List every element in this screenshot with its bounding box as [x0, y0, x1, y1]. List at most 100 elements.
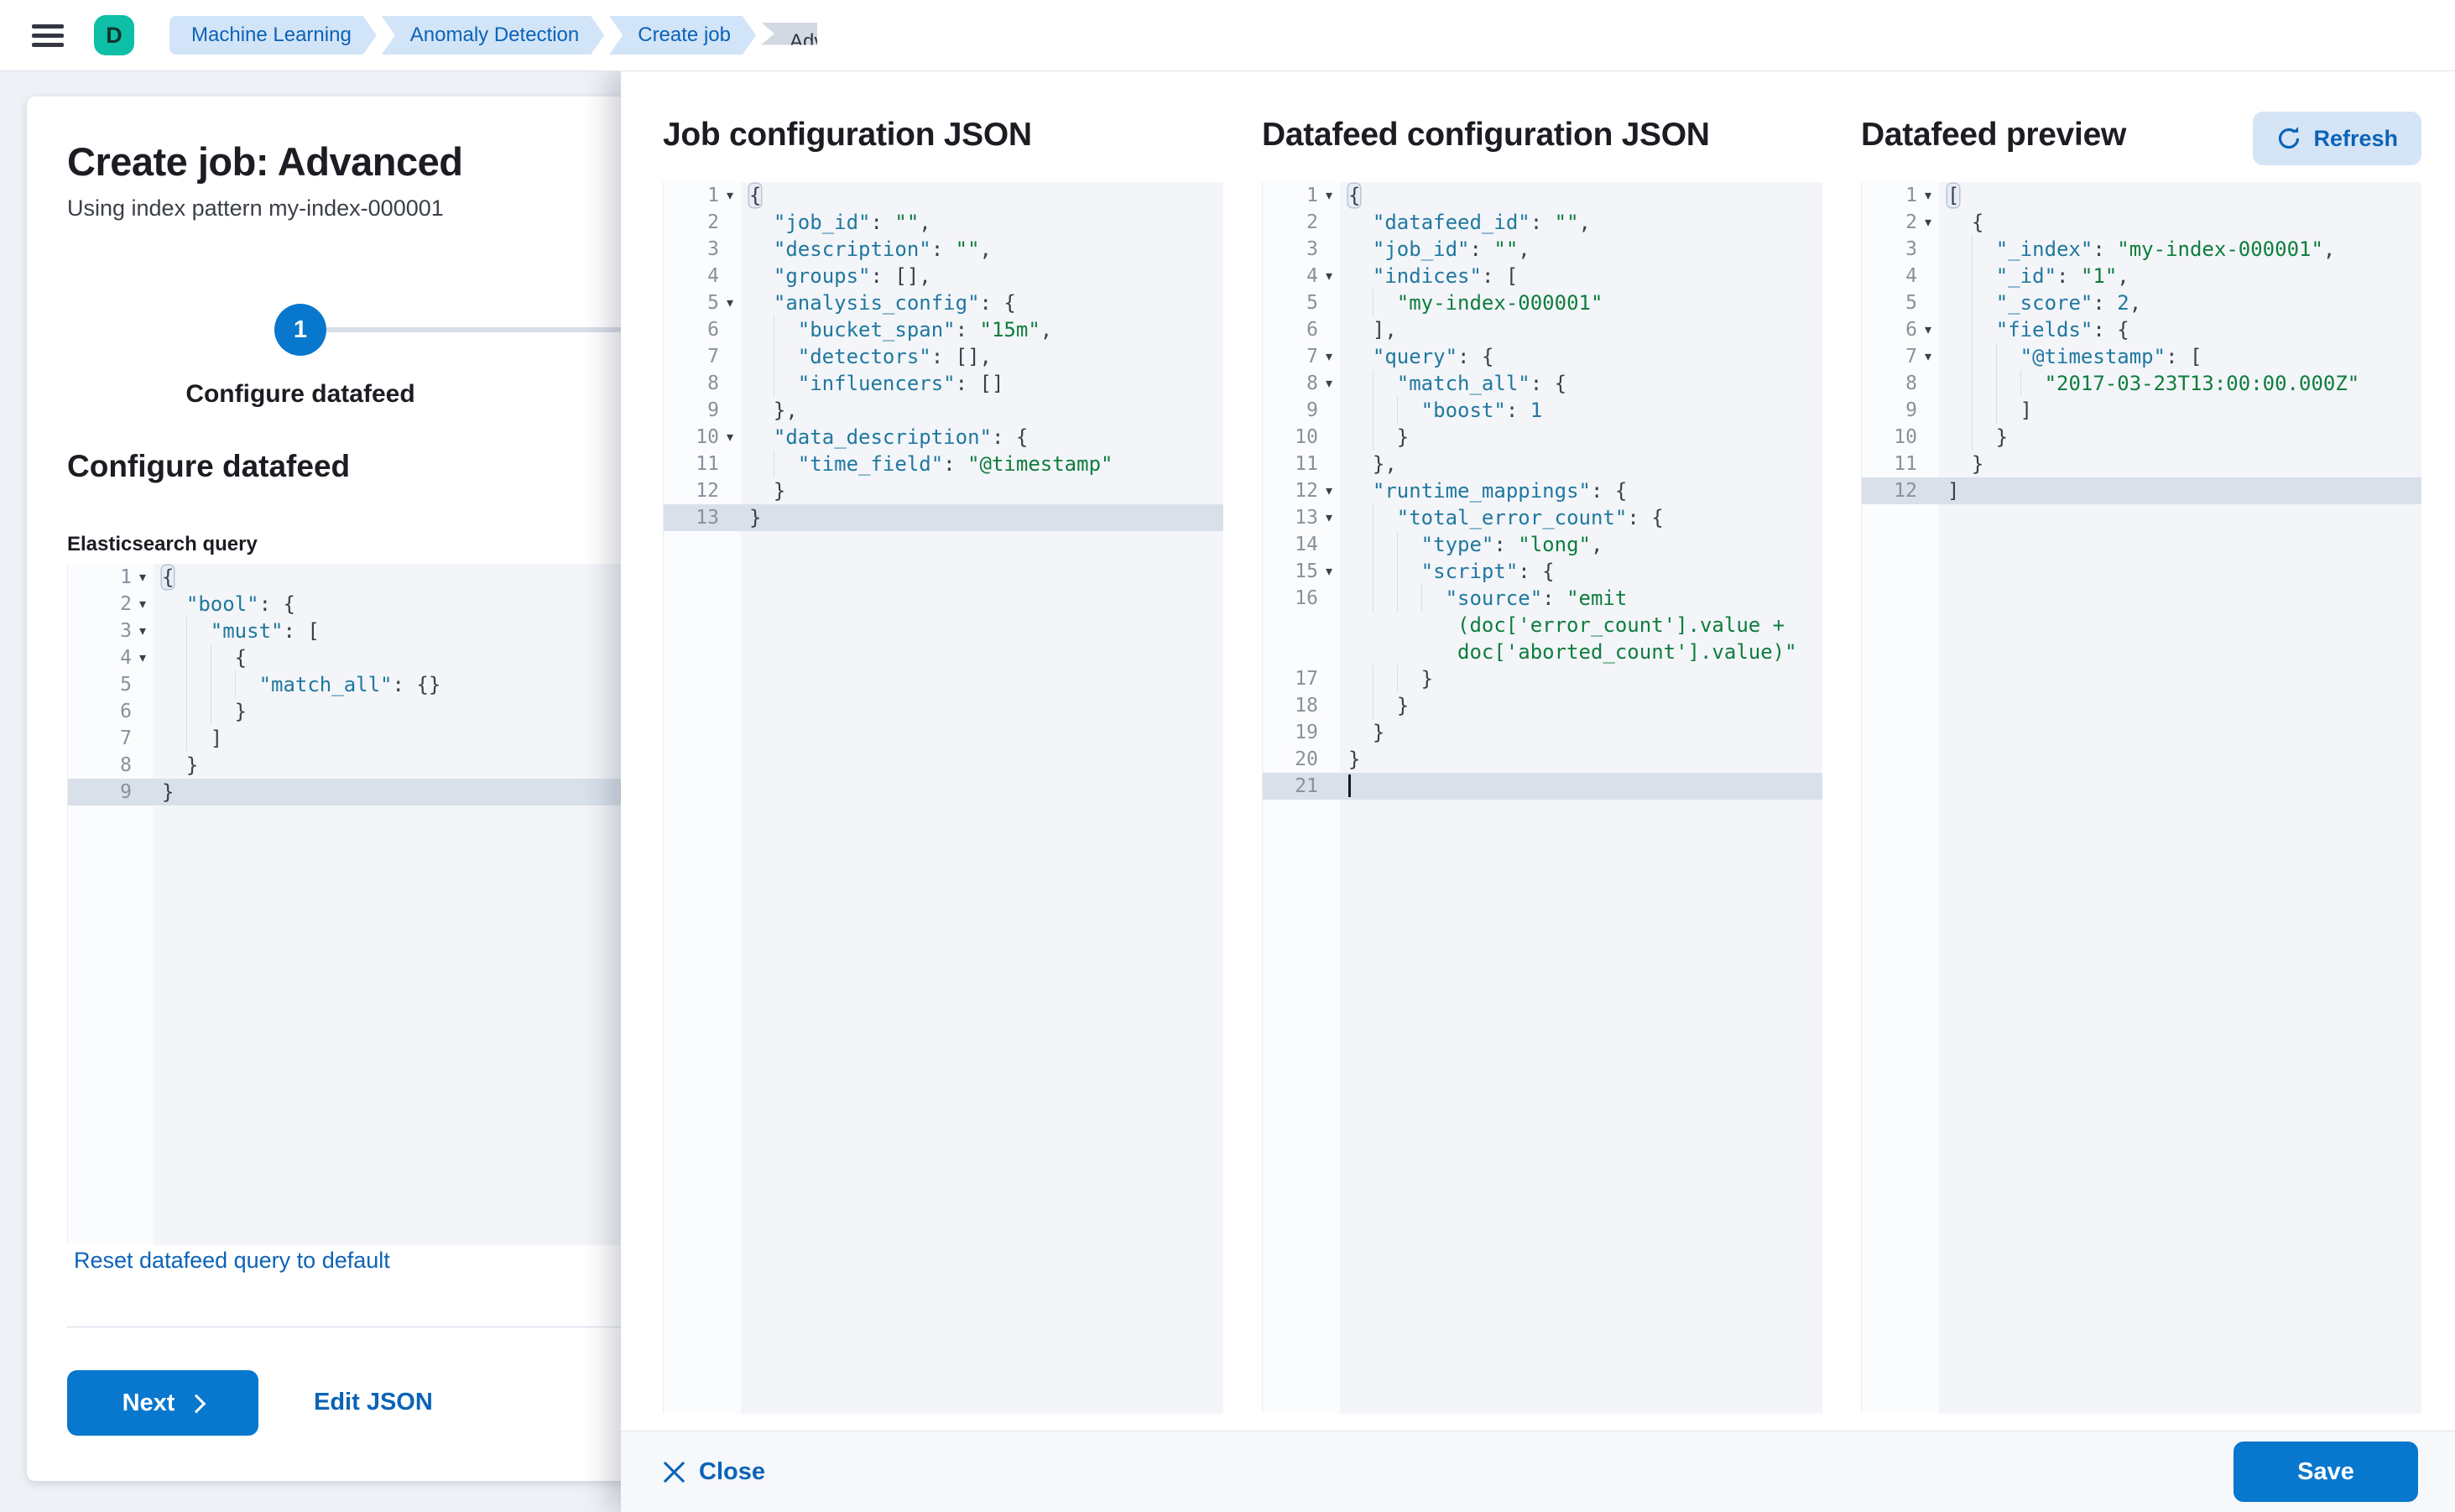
editor-line[interactable]: 6▾"fields": {	[1905, 316, 2129, 343]
editor-line[interactable]: 1▾[	[1905, 184, 1960, 207]
editor-line[interactable]: 11},	[1295, 452, 1397, 476]
editor-line[interactable]: 11"time_field": "@timestamp"	[696, 451, 1113, 477]
editor-line[interactable]: 12▾"runtime_mappings": {	[1295, 479, 1628, 503]
editor-line[interactable]: 7"detectors": [],	[707, 343, 992, 370]
fold-arrow-icon[interactable]: ▾	[1325, 482, 1333, 498]
editor-line[interactable]: 6"bucket_span": "15m",	[707, 316, 1053, 343]
menu-hamburger-icon[interactable]	[32, 19, 64, 52]
editor-line[interactable]: 6}	[120, 698, 248, 725]
editor-line[interactable]: 10}	[1295, 424, 1410, 451]
fold-arrow-icon[interactable]: ▾	[1924, 214, 1932, 230]
reset-datafeed-query-link[interactable]: Reset datafeed query to default	[74, 1248, 390, 1273]
editor-line[interactable]: 3"_index": "my-index-000001",	[1905, 236, 2336, 263]
editor-line[interactable]: 10}	[1894, 424, 2009, 451]
editor-line[interactable]: 5"match_all": {}	[120, 671, 441, 698]
fold-arrow-icon[interactable]: ▾	[1325, 509, 1333, 525]
editor-line[interactable]: 18}	[1295, 692, 1410, 719]
editor-line[interactable]: 13}	[664, 504, 1223, 531]
close-button[interactable]: Close	[663, 1458, 765, 1486]
fold-arrow-icon[interactable]: ▾	[138, 569, 147, 585]
editor-line[interactable]: 3"description": "",	[707, 237, 992, 261]
editor-line[interactable]: 4"_id": "1",	[1905, 263, 2129, 289]
fold-arrow-icon[interactable]: ▾	[1924, 348, 1932, 364]
fold-arrow-icon[interactable]: ▾	[726, 295, 734, 310]
fold-arrow-icon[interactable]: ▾	[1325, 563, 1333, 579]
datafeed-preview-editor[interactable]: 1▾[ 2▾{3"_index": "my-index-000001",4"_id…	[1861, 182, 2421, 1414]
fold-arrow-icon[interactable]: ▾	[1325, 348, 1333, 364]
fold-arrow-icon[interactable]: ▾	[1924, 187, 1932, 203]
step-connector-line	[326, 327, 628, 332]
fold-arrow-icon[interactable]: ▾	[1924, 321, 1932, 337]
next-button[interactable]: Next	[67, 1370, 258, 1436]
breadcrumb-link[interactable]: Anomaly Detection	[382, 16, 604, 55]
editor-line[interactable]: 8"2017-03-23T13:00:00.000Z"	[1905, 370, 2360, 397]
editor-line[interactable]: 2▾"bool": {	[120, 592, 295, 616]
avatar[interactable]: D	[94, 15, 134, 55]
editor-line[interactable]: 5"my-index-000001"	[1306, 289, 1603, 316]
fold-arrow-icon[interactable]: ▾	[726, 187, 734, 203]
editor-line[interactable]: 4▾"indices": [	[1306, 264, 1519, 288]
editor-line[interactable]: 5▾"analysis_config": {	[707, 291, 1016, 315]
fold-arrow-icon[interactable]: ▾	[726, 429, 734, 445]
editor-line[interactable]: 1▾{	[120, 566, 175, 589]
datafeed-config-title: Datafeed configuration JSON	[1262, 117, 1710, 153]
editor-line[interactable]: 7▾"@timestamp": [	[1905, 343, 2202, 370]
editor-line[interactable]: 8▾"match_all": {	[1306, 370, 1567, 397]
editor-line[interactable]: 9"boost": 1	[1306, 397, 1543, 424]
editor-line[interactable]: 9}	[68, 779, 628, 806]
job-config-json-editor[interactable]: 1▾{ 2"job_id": "", 3"description": "", 4"gr…	[663, 182, 1223, 1414]
datafeed-config-json-editor[interactable]: 1▾{ 2"datafeed_id": "", 3"job_id": "", 4▾"i…	[1262, 182, 1822, 1414]
step-1-indicator[interactable]: 1	[274, 304, 326, 356]
fold-arrow-icon[interactable]: ▾	[1325, 187, 1333, 203]
fold-arrow-icon[interactable]: ▾	[1325, 375, 1333, 391]
edit-json-button[interactable]: Edit JSON	[314, 1389, 433, 1416]
editor-line[interactable]: 16"source": "emit	[1295, 585, 1628, 612]
editor-line[interactable]: 1▾{	[707, 184, 762, 207]
editor-line[interactable]: 21	[1263, 773, 1822, 800]
editor-line[interactable]: 14"type": "long",	[1295, 531, 1603, 558]
editor-line[interactable]: 2"job_id": "",	[707, 211, 931, 234]
editor-line[interactable]: 15▾"script": {	[1295, 558, 1555, 585]
page-subtitle: Using index pattern my-index-000001	[67, 196, 444, 221]
refresh-button[interactable]: Refresh	[2253, 112, 2421, 165]
section-heading: Configure datafeed	[67, 449, 351, 483]
breadcrumb-link[interactable]: Machine Learning	[169, 16, 377, 55]
editor-line[interactable]: 2"datafeed_id": "",	[1306, 211, 1591, 234]
fold-arrow-icon[interactable]: ▾	[138, 596, 147, 612]
editor-line[interactable]: 17}	[1295, 665, 1434, 692]
flyout-body: Job configuration JSON 1▾{2"job_id": "",…	[621, 71, 2455, 1431]
editor-line[interactable]: 3▾"must": [	[120, 618, 320, 644]
edit-json-flyout: Job configuration JSON 1▾{2"job_id": "",…	[621, 71, 2455, 1512]
editor-line[interactable]: 7▾"query": {	[1306, 345, 1494, 368]
save-button[interactable]: Save	[2233, 1442, 2418, 1502]
create-job-panel: Create job: Advanced Using index pattern…	[27, 96, 628, 1481]
refresh-icon	[2279, 127, 2300, 149]
editor-line[interactable]: 13▾"total_error_count": {	[1295, 504, 1664, 531]
editor-line[interactable]: 12}	[696, 479, 786, 503]
fold-arrow-icon[interactable]: ▾	[138, 623, 147, 639]
elasticsearch-query-editor[interactable]: 1▾{ 2▾"bool": {3▾"must": [4▾{5"match_all"…	[67, 564, 628, 1245]
editor-line[interactable]: 6],	[1306, 318, 1397, 342]
editor-line[interactable]: (doc['error_count'].value +	[1457, 613, 1785, 637]
editor-line[interactable]: 11}	[1894, 452, 1984, 476]
editor-line[interactable]: 4"groups": [],	[707, 264, 931, 288]
editor-line[interactable]: 8}	[120, 753, 199, 777]
editor-line[interactable]: 5"_score": 2,	[1905, 289, 2142, 316]
editor-line[interactable]: 7]	[120, 725, 223, 752]
editor-line[interactable]: 2▾{	[1905, 211, 1984, 234]
editor-line[interactable]: 12]	[1862, 477, 2421, 504]
editor-line[interactable]: 1▾{	[1306, 184, 1361, 207]
breadcrumb-link[interactable]: Create job	[609, 16, 756, 55]
fold-arrow-icon[interactable]: ▾	[1325, 268, 1333, 284]
elasticsearch-query-label: Elasticsearch query	[67, 533, 258, 555]
editor-line[interactable]: 20}	[1295, 748, 1361, 771]
editor-line[interactable]: 8"influencers": []	[707, 370, 1004, 397]
editor-line[interactable]: 9},	[707, 399, 798, 422]
editor-line[interactable]: 4▾{	[120, 644, 248, 671]
editor-line[interactable]: 3"job_id": "",	[1306, 237, 1530, 261]
fold-arrow-icon[interactable]: ▾	[138, 649, 147, 665]
editor-line[interactable]: doc['aborted_count'].value)"	[1457, 640, 1797, 664]
editor-line[interactable]: 19}	[1295, 721, 1385, 744]
editor-line[interactable]: 9]	[1905, 397, 2033, 424]
editor-line[interactable]: 10▾"data_description": {	[696, 425, 1029, 449]
